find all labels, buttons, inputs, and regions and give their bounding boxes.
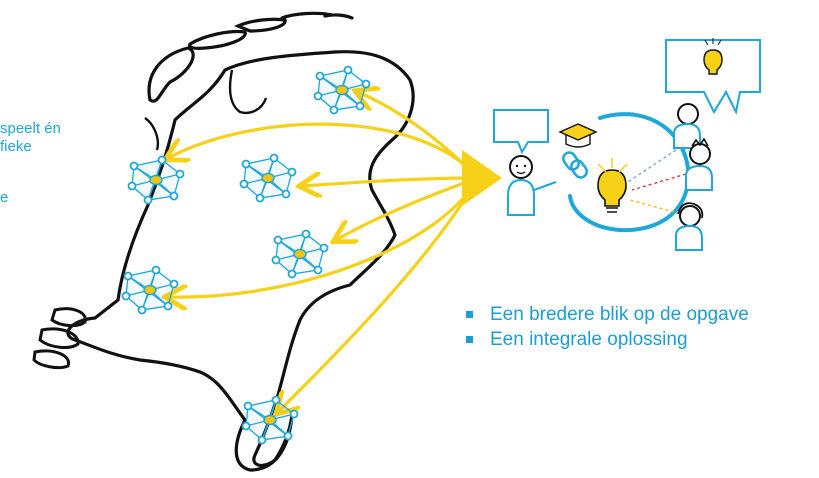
audience-people <box>673 103 713 251</box>
list-item: Een integrale oplossing <box>466 327 749 352</box>
chain-link-icon <box>562 151 588 179</box>
graduation-cap-icon <box>558 123 598 148</box>
network-cluster-west <box>127 155 185 205</box>
network-cluster-center <box>239 153 297 203</box>
arrow-to-south-network <box>278 176 480 412</box>
arrow-to-center-network <box>302 178 480 186</box>
person-icon <box>509 155 533 179</box>
list-item-text: Een bredere blik op de opgave <box>490 304 749 325</box>
map-coast-detail <box>144 117 159 151</box>
netherlands-map <box>66 50 415 472</box>
arrow-to-west-network <box>168 122 480 180</box>
bullet-marker <box>466 336 473 343</box>
person-with-bubble <box>493 109 557 216</box>
left-text-line-1: speelt én <box>0 120 61 137</box>
bullet-marker <box>466 311 473 318</box>
list-item: Een bredere blik op de opgave <box>466 302 749 327</box>
arrow-to-east-network <box>336 176 480 240</box>
network-cluster-east <box>271 229 329 279</box>
network-cluster-southwest <box>121 265 179 315</box>
idea-flow-lines <box>627 149 687 213</box>
arrow-to-southwest-network <box>168 176 480 297</box>
benefit-list: Een bredere blik op de opgave Een integr… <box>466 302 749 352</box>
speech-bubble-icon <box>493 109 549 155</box>
network-cluster-south <box>241 395 299 445</box>
speech-bubble-lightbulb <box>665 38 761 116</box>
left-text-line-2: fieke <box>0 138 32 155</box>
lightbulb-icon <box>597 158 628 213</box>
zeeland-islands <box>32 307 87 370</box>
list-item-text: Een integrale oplossing <box>490 329 688 350</box>
arrow-hub <box>462 150 502 206</box>
collaboration-arc <box>568 112 691 233</box>
network-cluster-north <box>313 65 371 115</box>
map-river-detail <box>228 69 268 114</box>
left-text-line-3: e <box>0 189 9 206</box>
arrow-to-north-network <box>358 92 480 180</box>
wadden-islands <box>147 11 354 103</box>
